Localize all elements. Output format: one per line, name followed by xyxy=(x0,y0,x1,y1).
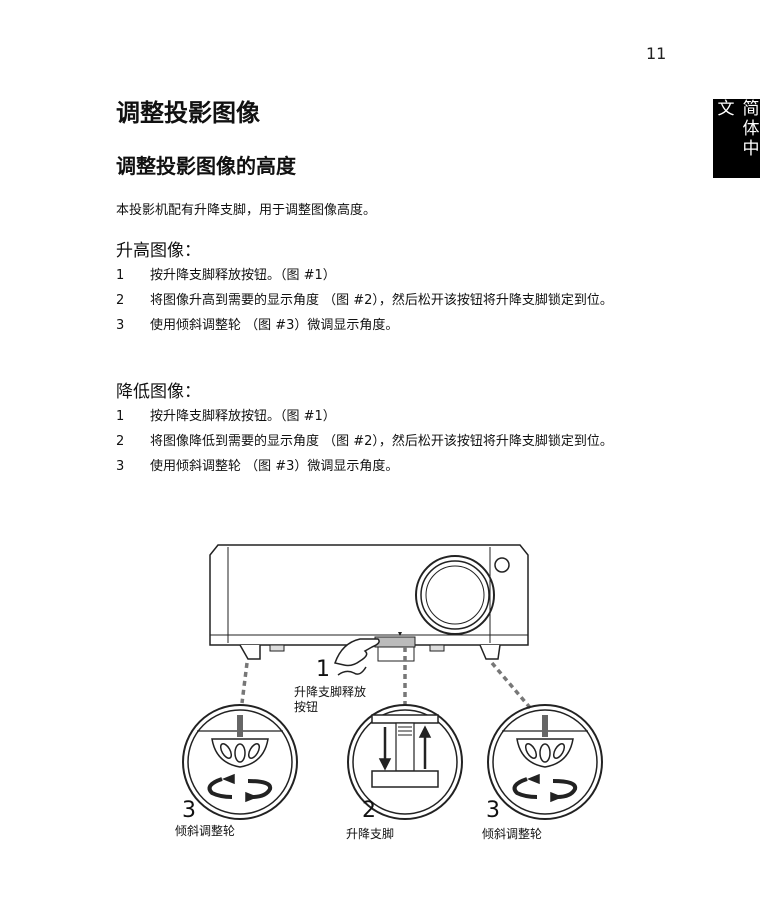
raise-steps-list: 1 按升降支脚释放按钮。（图 #1） 2 将图像升高到需要的显示角度 （图 #2… xyxy=(116,268,656,343)
callout-3-right-label: 倾斜调整轮 xyxy=(482,827,543,841)
lower-image-heading: 降低图像： xyxy=(116,382,201,402)
page-number: 11 xyxy=(646,44,667,63)
step-text: 按升降支脚释放按钮。（图 #1） xyxy=(150,409,336,424)
step-text: 使用倾斜调整轮 （图 #3）微调显示角度。 xyxy=(150,459,399,474)
step-number: 2 xyxy=(116,293,125,308)
callout-3-left-label: 倾斜调整轮 xyxy=(175,824,236,838)
lower-steps-list: 1 按升降支脚释放按钮。（图 #1） 2 将图像降低到需要的显示角度 （图 #2… xyxy=(116,409,656,484)
callout-1-label-line1: 升降支脚释放 xyxy=(294,685,367,699)
callout-1-number: 1 xyxy=(316,657,330,682)
callout-3-right-number: 3 xyxy=(486,798,500,823)
list-item: 1 按升降支脚释放按钮。（图 #1） xyxy=(116,268,656,284)
list-item: 3 使用倾斜调整轮 （图 #3）微调显示角度。 xyxy=(116,459,656,475)
step-text: 将图像升高到需要的显示角度 （图 #2），然后松开该按钮将升降支脚锁定到位。 xyxy=(150,293,613,308)
projector-height-adjustment-figure: 1 升降支脚释放 按钮 3 倾斜调整轮 2 升降支脚 3 倾斜调整轮 xyxy=(160,535,620,855)
list-item: 2 将图像升高到需要的显示角度 （图 #2），然后松开该按钮将升降支脚锁定到位。 xyxy=(116,293,656,309)
step-text: 按升降支脚释放按钮。（图 #1） xyxy=(150,268,336,283)
section-title: 调整投影图像的高度 xyxy=(116,154,296,178)
list-item: 3 使用倾斜调整轮 （图 #3）微调显示角度。 xyxy=(116,318,656,334)
callout-2-label: 升降支脚 xyxy=(346,827,395,841)
raise-image-heading: 升高图像： xyxy=(116,241,201,261)
callout-3-left-number: 3 xyxy=(182,798,196,823)
callout-1-label-line2: 按钮 xyxy=(294,700,319,714)
projector-illustration xyxy=(182,544,603,820)
step-number: 3 xyxy=(116,318,125,333)
list-item: 2 将图像降低到需要的显示角度 （图 #2），然后松开该按钮将升降支脚锁定到位。 xyxy=(116,434,656,450)
page-title: 调整投影图像 xyxy=(116,99,260,127)
step-number: 1 xyxy=(116,409,125,424)
step-number: 1 xyxy=(116,268,125,283)
list-item: 1 按升降支脚释放按钮。（图 #1） xyxy=(116,409,656,425)
step-number: 2 xyxy=(116,434,125,449)
language-tab: 简体中文 xyxy=(713,99,760,178)
step-number: 3 xyxy=(116,459,125,474)
step-text: 使用倾斜调整轮 （图 #3）微调显示角度。 xyxy=(150,318,399,333)
step-text: 将图像降低到需要的显示角度 （图 #2），然后松开该按钮将升降支脚锁定到位。 xyxy=(150,434,613,449)
intro-paragraph: 本投影机配有升降支脚，用于调整图像高度。 xyxy=(116,203,377,218)
language-tab-label: 简体中文 xyxy=(713,99,759,159)
callout-2-number: 2 xyxy=(362,798,376,823)
